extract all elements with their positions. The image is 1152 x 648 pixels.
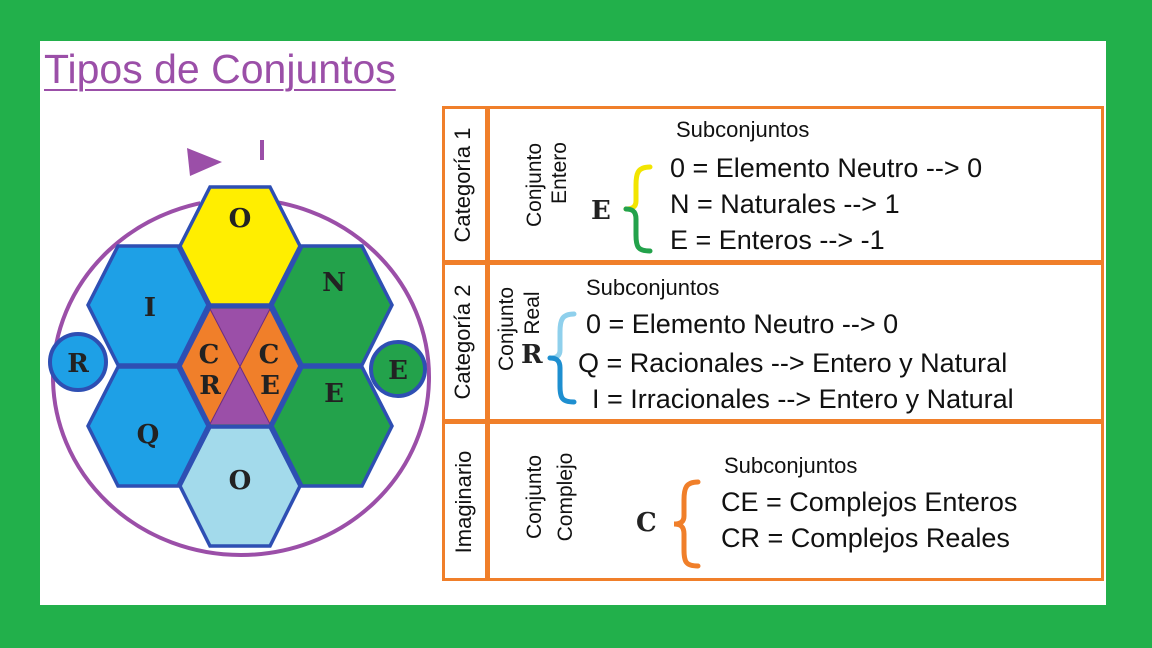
- center-left-bottom-label: R: [199, 371, 221, 401]
- hex-lower-left-label: Q: [137, 420, 160, 450]
- arrow-head-icon: [187, 148, 222, 176]
- center-right-top-label: C: [259, 340, 280, 370]
- category-2-symbol: R: [521, 340, 543, 370]
- hex-lower-left: [86, 365, 210, 488]
- category-1-set-name-line2: Entero: [548, 142, 571, 204]
- hex-upper-right: [270, 244, 394, 367]
- category-3-item-2: CR = Complejos Reales: [721, 523, 1010, 553]
- hex-top-label: O: [229, 204, 252, 234]
- hexagon-diagram: O I N Q E O C R C E R E: [48, 140, 431, 557]
- hex-upper-left-label: I: [144, 293, 156, 323]
- category-2-tab-box: [442, 262, 488, 422]
- circle-right: [369, 340, 427, 398]
- category-3-set-name-line1: Conjunto: [523, 454, 546, 540]
- center-triangle-bottom: [210, 366, 270, 424]
- category-3-subtitle: Subconjuntos: [724, 453, 858, 478]
- category-3-set-name-line2: Complejo: [554, 452, 577, 542]
- category-1-tab-label: Categoría 1: [450, 127, 475, 243]
- category-2-item-1: 0 = Elemento Neutro --> 0: [586, 309, 899, 339]
- category-3-tab-box: [442, 421, 488, 581]
- category-3-item-1: CE = Complejos Enteros: [721, 487, 1018, 517]
- category-2-tab-label: Categoría 2: [450, 284, 475, 400]
- page-title: Tipos de Conjuntos: [44, 46, 396, 92]
- category-1-symbol: E: [591, 196, 611, 226]
- category-1-box: [487, 106, 1104, 263]
- category-1-item-2: N = Naturales --> 1: [670, 189, 900, 219]
- circle-left: [48, 332, 108, 392]
- hex-top: [178, 185, 302, 307]
- hex-lower-right: [270, 365, 394, 488]
- category-2-brace-icon: [547, 311, 577, 405]
- category-1-set-name-line1: Conjunto: [523, 142, 546, 228]
- center-right-bottom-label: E: [260, 371, 280, 401]
- hex-upper-right-label: N: [322, 268, 346, 298]
- category-3-box: [487, 421, 1104, 581]
- category-2-box: [487, 262, 1104, 422]
- category-2-item-2: Q = Racionales --> Entero y Natural: [578, 348, 1008, 378]
- category-1-item-1: 0 = Elemento Neutro --> 0: [670, 153, 983, 183]
- circle-right-label: E: [388, 356, 408, 386]
- category-1-tab-box: [442, 106, 488, 263]
- center-left-top-label: C: [199, 340, 220, 370]
- circle-left-label: R: [67, 349, 89, 379]
- category-2-item-3: I = Irracionales --> Entero y Natural: [592, 384, 1014, 414]
- category-3-brace-icon: [673, 479, 701, 569]
- center-triangle-top: [210, 309, 270, 366]
- category-1-subtitle: Subconjuntos: [676, 117, 810, 142]
- category-3-symbol: C: [636, 508, 657, 538]
- category-2-set-name-line1: Conjunto: [495, 286, 518, 372]
- category-2-subtitle: Subconjuntos: [586, 275, 720, 300]
- hex-bottom-label: O: [229, 466, 252, 496]
- hex-upper-left: [86, 244, 210, 367]
- category-1-brace-icon: [623, 164, 653, 254]
- hex-lower-right-label: E: [324, 379, 344, 409]
- category-3-tab-label: Imaginario: [451, 450, 476, 554]
- category-1-item-3: E = Enteros --> -1: [670, 225, 885, 255]
